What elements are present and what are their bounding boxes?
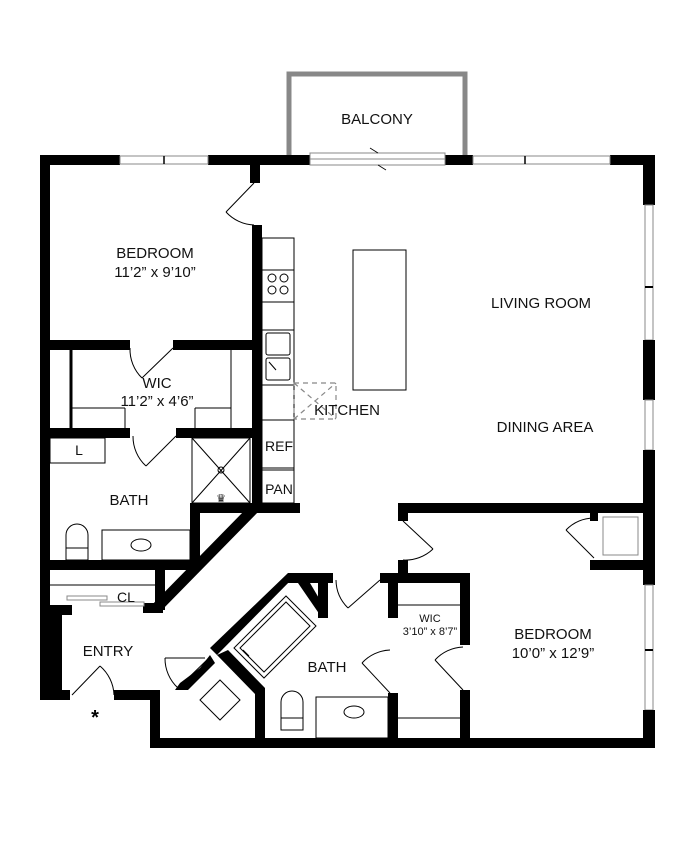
interior-walls bbox=[50, 165, 653, 743]
label-dining-area: DINING AREA bbox=[497, 419, 594, 436]
door-bath-2-wic[interactable] bbox=[361, 649, 391, 694]
label-linen: L bbox=[75, 442, 83, 458]
vanity-sink-icon bbox=[101, 529, 191, 561]
label-kitchen: KITCHEN bbox=[314, 402, 380, 419]
label-pan: PAN bbox=[265, 481, 293, 497]
door-bath-1[interactable] bbox=[132, 435, 177, 467]
washer-dryer-icon bbox=[199, 679, 241, 721]
dishwasher-icon bbox=[293, 382, 337, 420]
door-entry[interactable] bbox=[71, 665, 115, 696]
room-labels: BALCONY BEDROOM 11’2” x 9’10” LIVING ROO… bbox=[75, 111, 594, 729]
door-bedroom-2[interactable] bbox=[402, 520, 434, 561]
toilet-icon bbox=[65, 523, 89, 561]
label-balcony: BALCONY bbox=[341, 111, 413, 128]
label-ref: REF bbox=[265, 438, 293, 454]
label-wic-1: WIC bbox=[142, 375, 171, 392]
label-bedroom-1: BEDROOM bbox=[116, 245, 194, 262]
balcony bbox=[286, 71, 468, 155]
label-bedroom-1-dims: 11’2” x 9’10” bbox=[114, 264, 195, 281]
label-bedroom-2: BEDROOM bbox=[514, 626, 592, 643]
entry-marker: * bbox=[91, 707, 99, 729]
label-bath-1: BATH bbox=[110, 492, 149, 509]
kitchen-sink-icon bbox=[265, 332, 291, 381]
label-bedroom-2-dims: 10’0” x 12’9” bbox=[512, 645, 595, 662]
label-living-room: LIVING ROOM bbox=[491, 295, 591, 312]
vanity-sink-icon-2 bbox=[315, 696, 389, 739]
shower-icon: ♛ bbox=[191, 437, 251, 505]
kitchen-island bbox=[352, 249, 407, 391]
label-closet: CL bbox=[117, 589, 135, 605]
svg-text:♛: ♛ bbox=[216, 493, 226, 505]
window-bedroom2-right bbox=[644, 584, 654, 711]
label-bath-2: BATH bbox=[308, 659, 347, 676]
door-bath-2[interactable] bbox=[335, 579, 381, 609]
door-wic-2[interactable] bbox=[434, 646, 464, 691]
sliding-door-balcony bbox=[309, 147, 446, 171]
door-bedroom-1[interactable] bbox=[225, 182, 255, 226]
stove-icon bbox=[267, 273, 289, 295]
doors bbox=[71, 182, 595, 696]
pantry bbox=[261, 469, 295, 504]
door-wic-1[interactable] bbox=[129, 347, 174, 379]
label-wic-1-dims: 11’2” x 4’6” bbox=[120, 393, 193, 410]
bathtub-icon bbox=[233, 595, 317, 679]
window-dining-right bbox=[644, 399, 654, 451]
door-bedroom-2-closet[interactable] bbox=[565, 517, 595, 559]
fixtures: ♛ bbox=[49, 237, 639, 739]
window-living-right bbox=[644, 204, 654, 341]
kitchen-counter bbox=[261, 237, 295, 469]
exterior-walls bbox=[40, 147, 655, 748]
door-laundry[interactable] bbox=[164, 656, 211, 689]
label-wic-2: WIC bbox=[419, 613, 440, 625]
label-entry: ENTRY bbox=[83, 643, 134, 660]
label-wic-2-dims: 3’10” x 8’7” bbox=[403, 626, 458, 638]
window-living-top bbox=[472, 155, 611, 165]
toilet-icon-2 bbox=[280, 690, 304, 731]
